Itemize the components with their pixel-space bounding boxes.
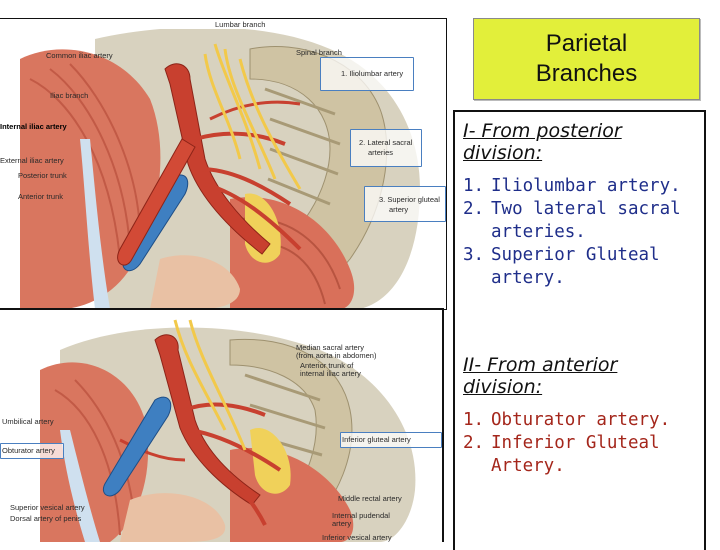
pelvis-anterior-drawing [0, 310, 442, 542]
posterior-heading-line-1: I- From posterior [463, 120, 622, 142]
label-middle-rectal-artery: Middle rectal artery [338, 494, 402, 503]
list-item-text: Iliolumbar artery. [491, 176, 681, 196]
label-dorsal-artery-of-penis: Dorsal artery of penis [10, 514, 82, 523]
label-iliac-branch: Iliac branch [50, 91, 89, 100]
label-superior-vesical-artery: Superior vesical artery [10, 503, 85, 512]
label-inferior-vesical-artery: Inferior vesical artery [322, 533, 392, 542]
label-iliolumbar-artery: 1. Iliolumbar artery [341, 69, 404, 78]
branches-text-panel: I- From posterior division: 1. Iliolumba… [453, 110, 706, 550]
anterior-heading-line-1: II- From anterior [463, 354, 618, 376]
label-obturator-artery: Obturator artery [2, 446, 55, 455]
label-superior-gluteal-2: artery [389, 205, 409, 214]
posterior-division-heading: I- From posterior division: [463, 120, 703, 164]
list-item-text-cont: arteries. [491, 222, 586, 242]
label-box-iliolumbar: 1. Iliolumbar artery [320, 57, 414, 91]
label-lateral-sacral-2: arteries [368, 148, 394, 157]
posterior-division-illustration: Lumbar branch Common iliac artery Spinal… [0, 18, 447, 310]
label-box-lateral-sacral: 2. Lateral sacral arteries [350, 129, 422, 167]
slide-title-line-1: Parietal [545, 30, 628, 57]
list-item: 1. Iliolumbar artery. [463, 175, 707, 198]
slide-title: Parietal Branches [536, 29, 637, 89]
label-posterior-trunk: Posterior trunk [18, 171, 67, 180]
list-item-text-cont: Artery. [491, 456, 565, 476]
list-item-text: Two lateral sacral [491, 199, 681, 219]
label-superior-gluteal-1: 3. Superior gluteal [379, 195, 440, 204]
label-median-sacral-2: (from aorta in abdomen) [296, 351, 377, 360]
label-anterior-trunk: Anterior trunk [18, 192, 64, 201]
list-item: 2. Two lateral sacral arteries. [463, 198, 707, 244]
label-box-obturator: Obturator artery [0, 443, 64, 459]
label-lumbar-branch: Lumbar branch [215, 20, 266, 29]
label-inferior-gluteal-artery: Inferior gluteal artery [342, 435, 411, 444]
list-item-number: 2. [463, 199, 485, 219]
label-lateral-sacral-1: 2. Lateral sacral [359, 138, 413, 147]
list-item-number: 2. [463, 433, 485, 453]
label-box-inferior-gluteal: Inferior gluteal artery [340, 432, 442, 448]
list-item-text-cont: artery. [491, 268, 565, 288]
list-item-number: 1. [463, 410, 485, 430]
label-internal-pudendal-2: artery [332, 519, 352, 528]
label-internal-pudendal-1: Internal pudendal [332, 511, 390, 520]
list-item: 1. Obturator artery. [463, 409, 707, 432]
list-item-text: Obturator artery. [491, 410, 671, 430]
list-item-number: 3. [463, 245, 485, 265]
slide-title-box: Parietal Branches [473, 18, 700, 100]
label-external-iliac-artery: External iliac artery [0, 156, 64, 165]
label-umbilical-artery: Umbilical artery [2, 417, 54, 426]
label-box-superior-gluteal: 3. Superior gluteal artery [364, 186, 446, 222]
label-internal-iliac-artery: Internal iliac artery [0, 122, 67, 131]
list-item-text: Inferior Gluteal [491, 433, 660, 453]
label-median-sacral-1: Median sacral artery [296, 343, 364, 352]
label-spinal-branch: Spinal branch [296, 48, 342, 57]
list-item-number: 1. [463, 176, 485, 196]
list-item-text: Superior Gluteal [491, 245, 660, 265]
posterior-heading-line-2: division: [463, 142, 543, 164]
label-anterior-trunk-1: Anterior trunk of [300, 361, 354, 370]
list-item: 3. Superior Gluteal artery. [463, 244, 707, 290]
slide-title-line-2: Branches [535, 60, 638, 87]
anterior-heading-line-2: division: [463, 376, 543, 398]
list-item: 2. Inferior Gluteal Artery. [463, 432, 707, 478]
label-anterior-trunk-2: internal iliac artery [300, 369, 361, 378]
anterior-division-illustration: Median sacral artery (from aorta in abdo… [0, 308, 444, 542]
anterior-branches-list: 1. Obturator artery. 2. Inferior Gluteal… [463, 409, 707, 478]
label-common-iliac-artery: Common iliac artery [46, 51, 113, 60]
posterior-branches-list: 1. Iliolumbar artery. 2. Two lateral sac… [463, 175, 707, 290]
anterior-division-heading: II- From anterior division: [463, 354, 703, 398]
